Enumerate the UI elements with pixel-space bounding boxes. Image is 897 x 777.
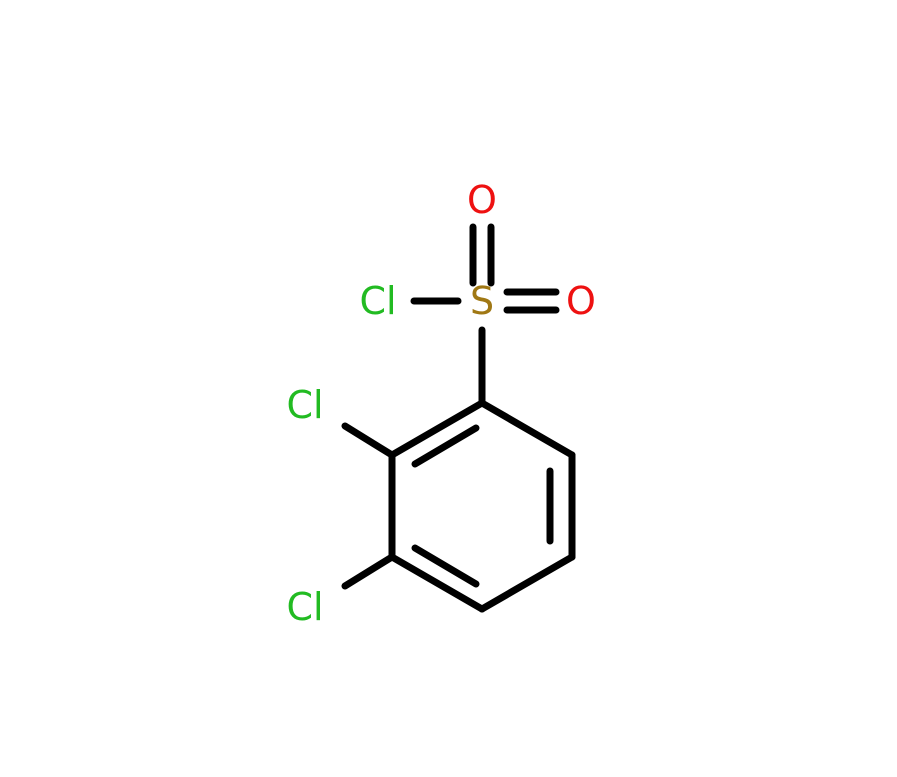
atom-label-chlorine-ring-2: Cl <box>286 383 323 427</box>
bond-c3-cl <box>341 553 396 590</box>
ring-inner-bond-c1-c2 <box>411 424 480 468</box>
ring-bond-c4-c5 <box>478 553 576 613</box>
atom-label-sulfur: S <box>470 279 494 323</box>
ring-inner-bond-c3-c4 <box>411 544 480 588</box>
atom-label-chlorine-sulfonyl: Cl <box>359 279 396 323</box>
ring-bond-c6-c1 <box>478 399 576 459</box>
atom-label-chlorine-ring-3: Cl <box>286 585 323 629</box>
atom-label-oxygen-top: O <box>467 178 497 222</box>
ring-bond-c3-c4 <box>388 553 486 613</box>
ring-bond-c1-c2 <box>388 399 486 459</box>
atom-label-oxygen-right: O <box>566 279 596 323</box>
bond-c2-cl <box>341 422 396 459</box>
